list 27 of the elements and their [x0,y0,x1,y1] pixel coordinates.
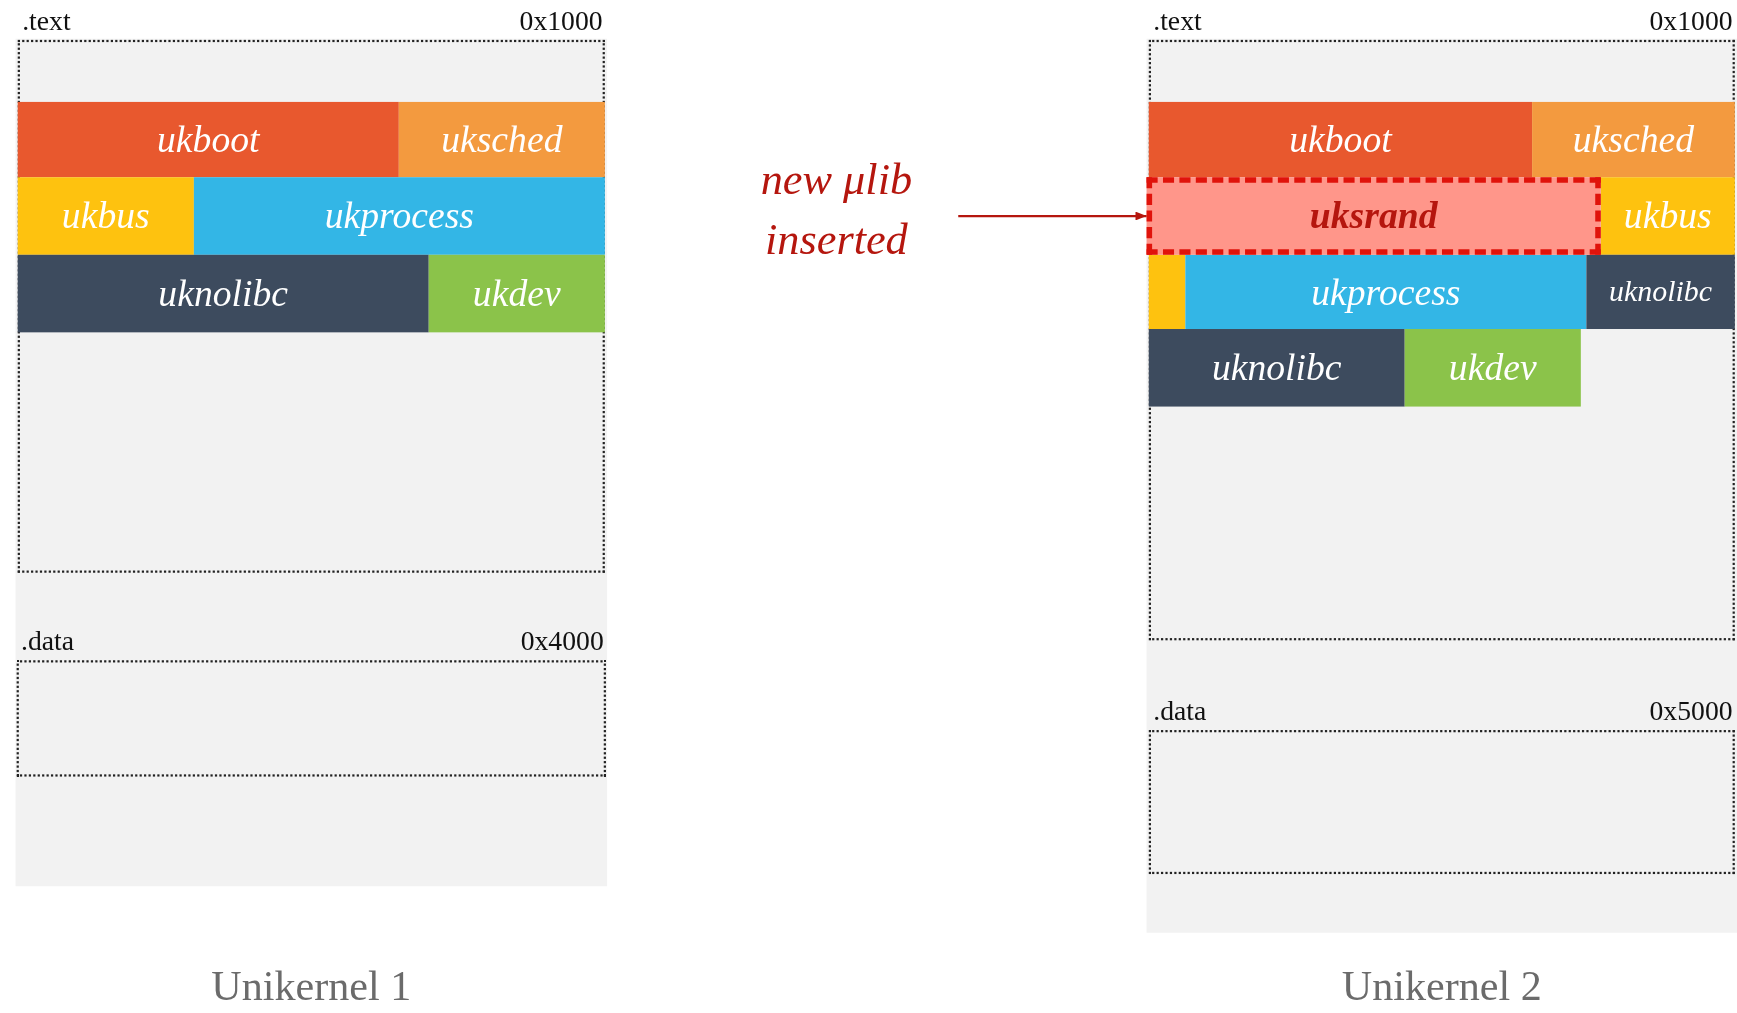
section-label: .text [1153,5,1202,37]
library-block: ukboot [1148,101,1533,178]
library-bar [1148,254,1186,329]
library-block: uksched [1532,101,1735,178]
address-label: 0x1000 [519,5,603,37]
panel-caption: Unikernel 2 [1340,961,1543,1011]
library-block: ukboot [17,101,399,178]
address-label: 0x4000 [520,625,604,657]
library-block: ukbus [17,177,194,255]
library-block: ukprocess [193,177,605,255]
library-block: ukbus [1600,177,1735,255]
section-label: .text [22,5,71,37]
address-label: 0x1000 [1649,5,1733,37]
library-block: uksrand [1146,177,1601,255]
arrow [958,211,1147,221]
section-label: .data [1153,695,1207,727]
library-block: uknolibc [1586,254,1735,329]
library-block: uknolibc [17,254,429,333]
address-label: 0x5000 [1649,695,1733,727]
library-block: uksched [398,101,605,178]
panel-caption: Unikernel 1 [210,961,413,1011]
library-block: ukprocess [1185,254,1587,329]
section-label: .data [21,625,75,657]
library-block: uknolibc [1148,329,1405,407]
library-block: ukdev [1404,329,1581,407]
library-block: ukdev [428,254,605,333]
annotation-text: new μlib inserted [725,149,948,277]
